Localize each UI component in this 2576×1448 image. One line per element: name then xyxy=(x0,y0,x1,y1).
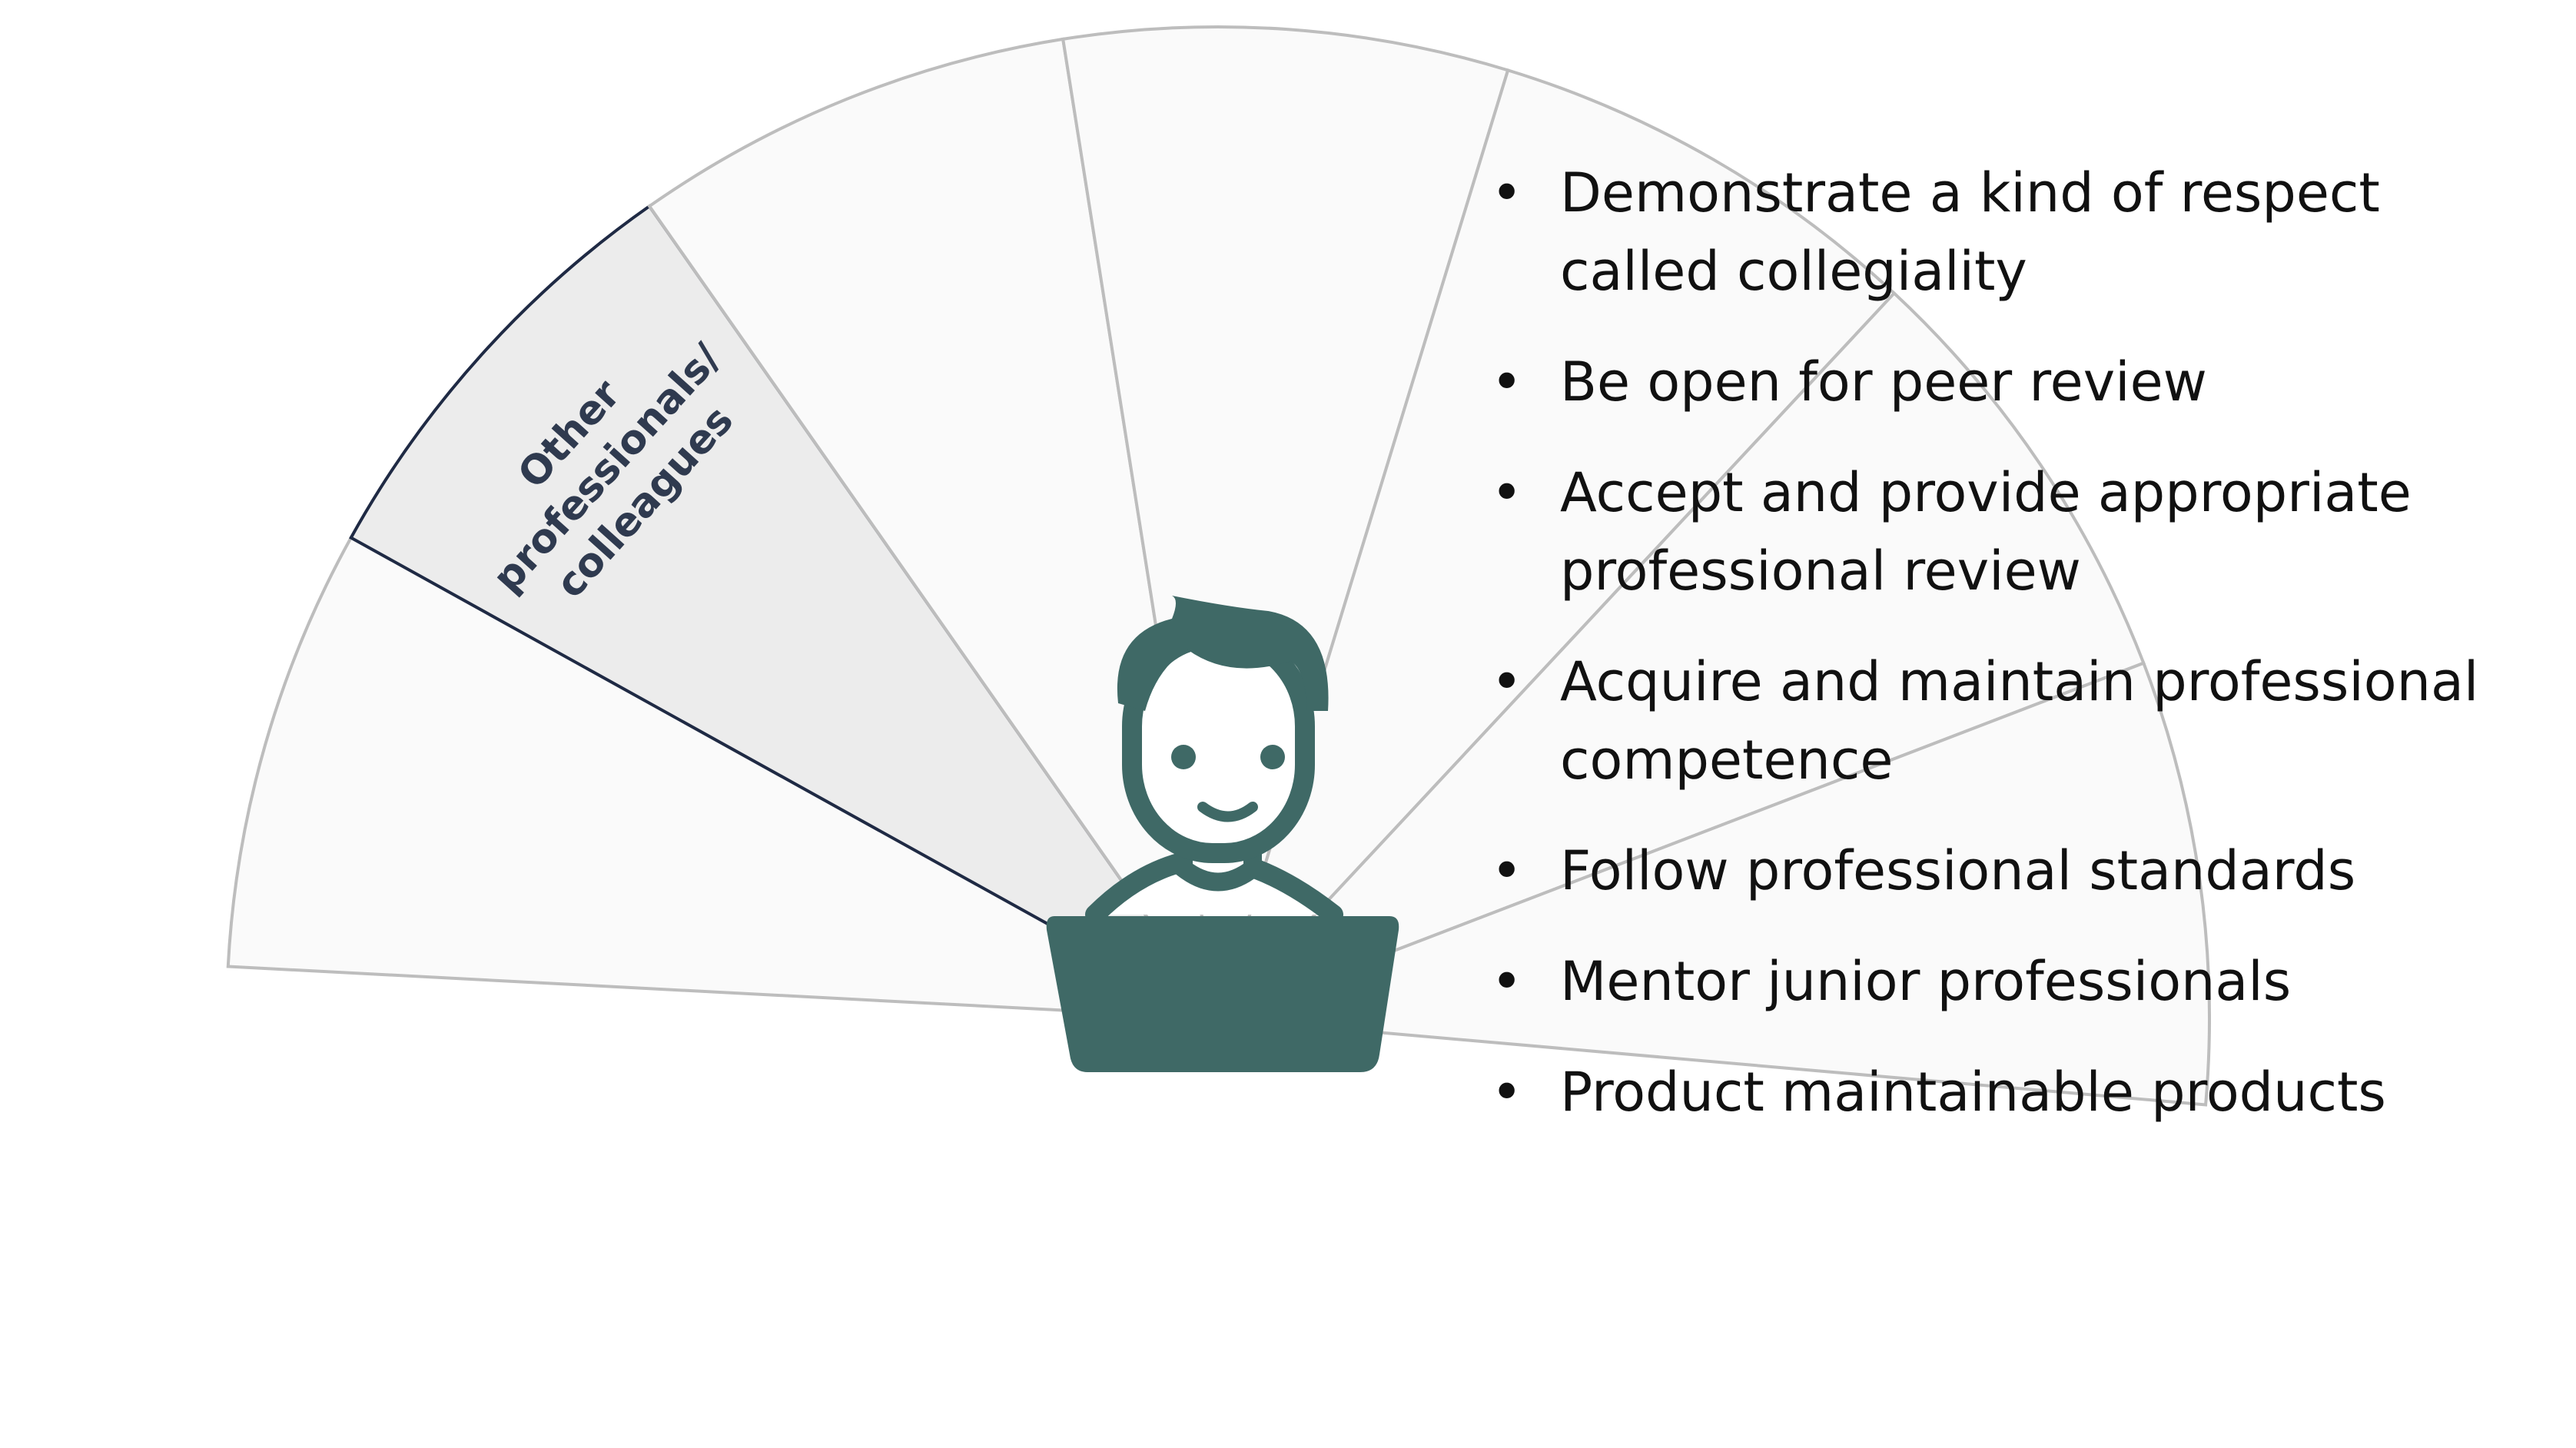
list-item: Follow professional standards xyxy=(1491,832,2551,910)
person-left-eye xyxy=(1171,745,1196,769)
person-hair xyxy=(1117,596,1329,711)
list-item: Demonstrate a kind of respect called col… xyxy=(1491,154,2551,311)
list-item: Product maintainable products xyxy=(1491,1053,2551,1131)
list-item: Be open for peer review xyxy=(1491,343,2551,421)
person-right-eye xyxy=(1260,745,1285,769)
list-item: Mentor junior professionals xyxy=(1491,942,2551,1021)
responsibility-list: Demonstrate a kind of respect called col… xyxy=(1491,154,2551,1164)
list-item: Accept and provide appropriate professio… xyxy=(1491,453,2551,610)
person-smile xyxy=(1197,802,1258,822)
laptop-icon xyxy=(1046,916,1399,1072)
person-at-laptop-icon xyxy=(1046,596,1399,1072)
list-item: Acquire and maintain professional compet… xyxy=(1491,643,2551,799)
